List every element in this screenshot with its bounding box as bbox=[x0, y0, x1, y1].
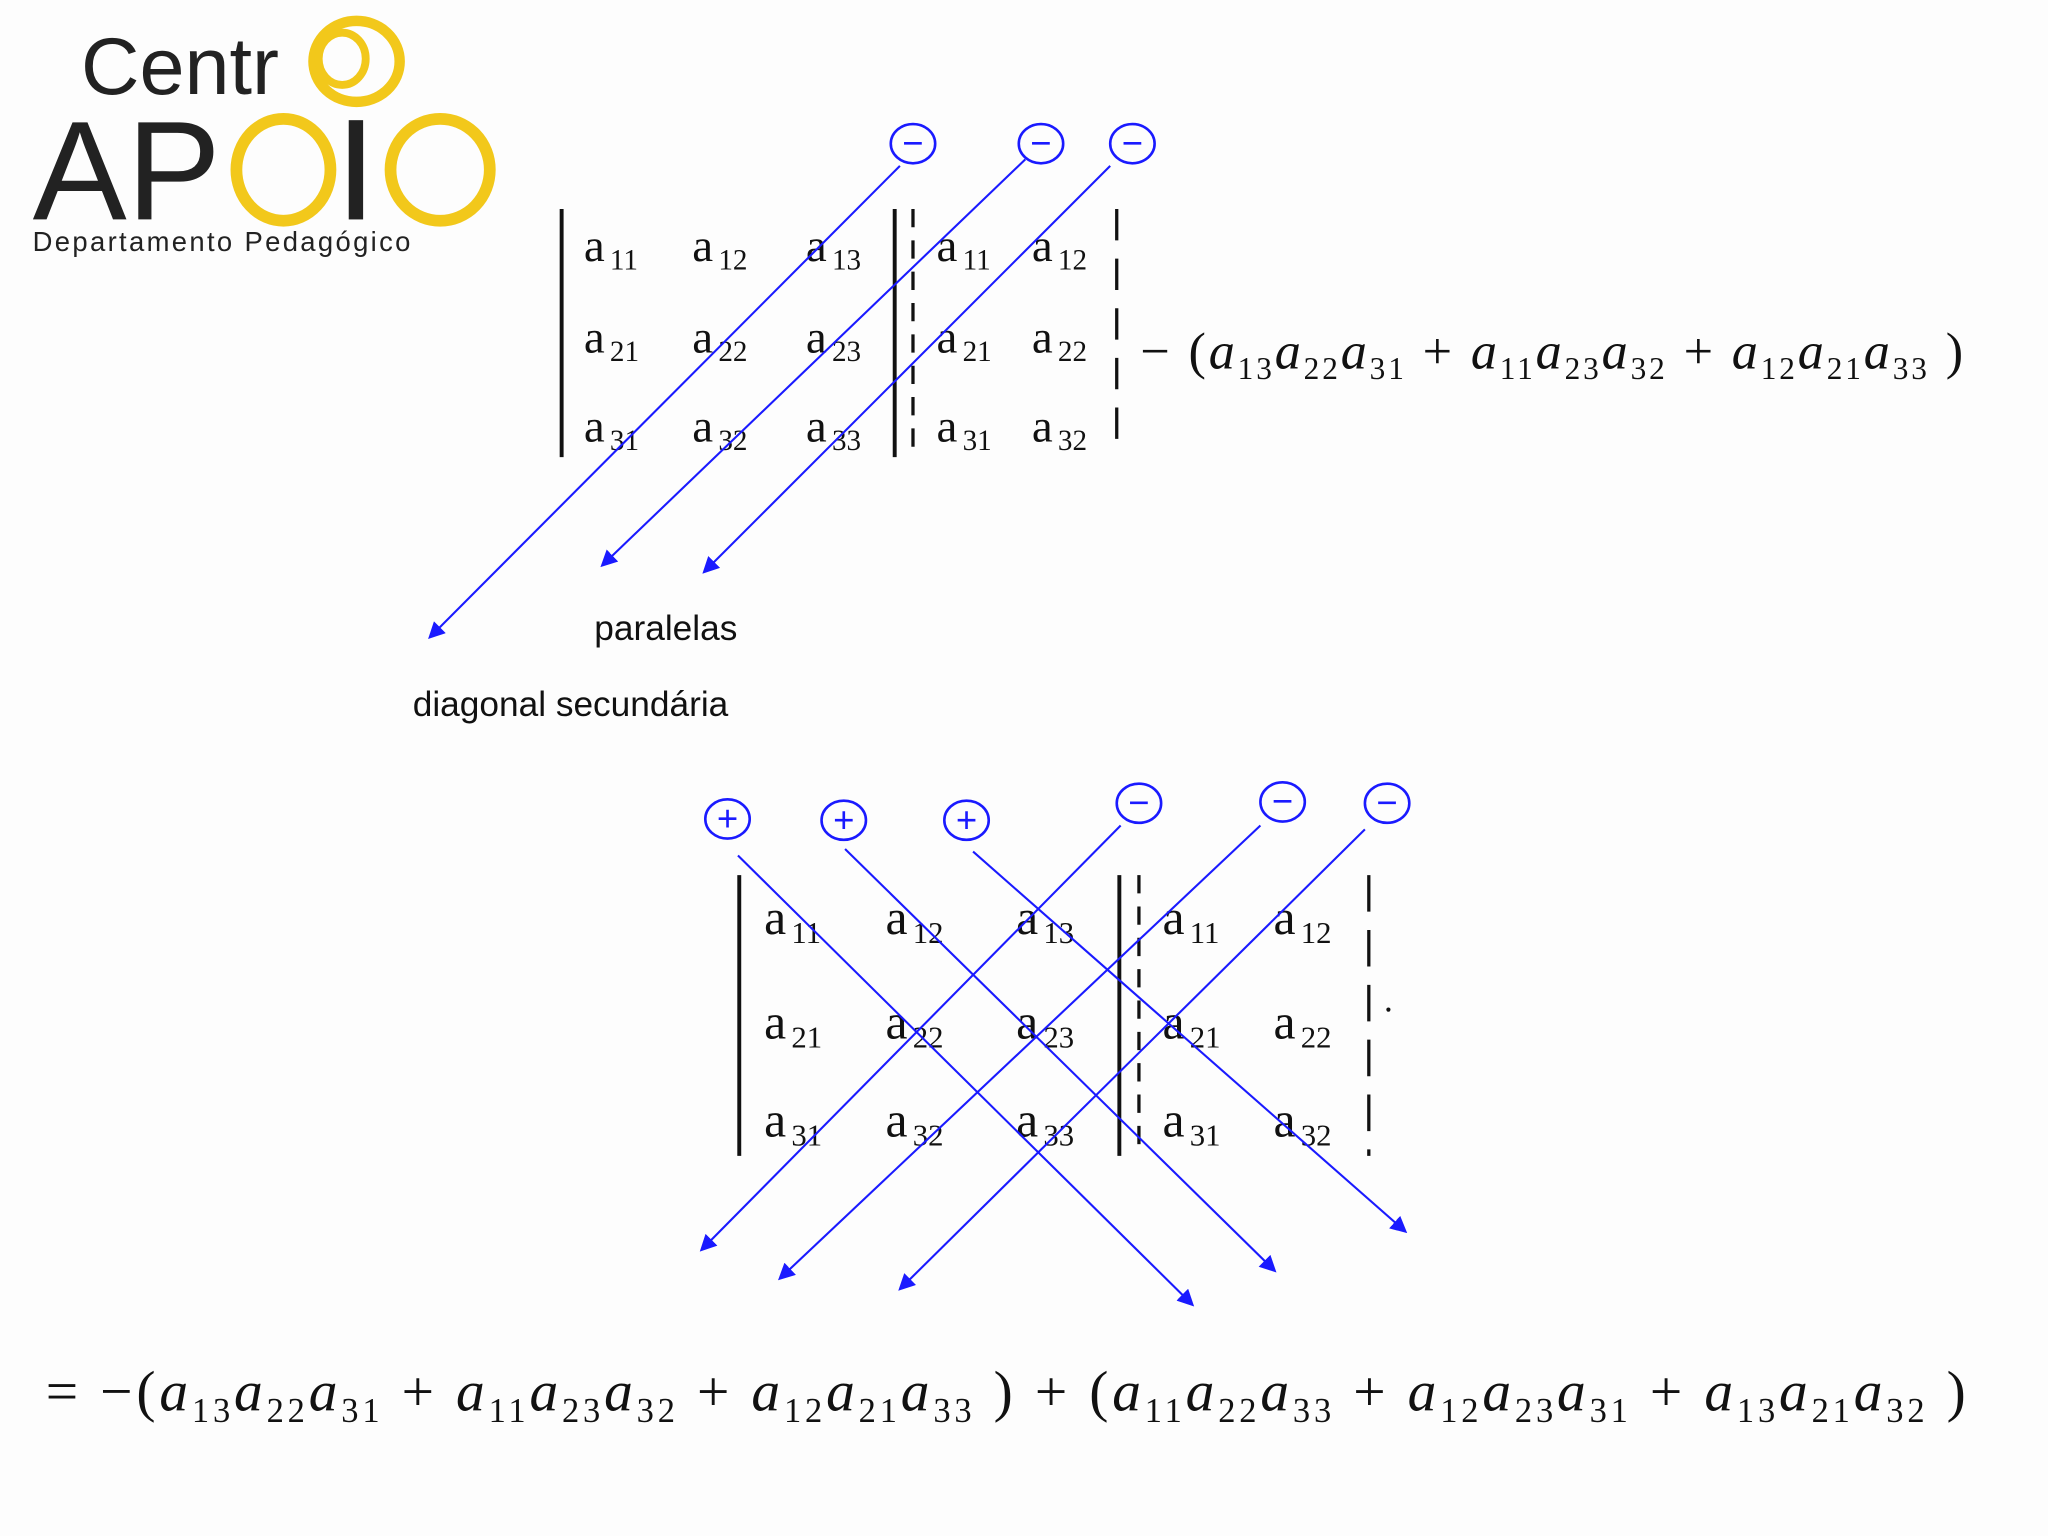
diagonal-arrow bbox=[737, 854, 1195, 1307]
dot bbox=[1386, 1007, 1391, 1012]
sign-label: − bbox=[1376, 782, 1397, 823]
logo-ring-outer bbox=[308, 15, 405, 108]
sign-label: − bbox=[1272, 781, 1293, 822]
sign-label: + bbox=[956, 799, 977, 840]
diagonal-arrow bbox=[778, 824, 1262, 1281]
minus-circle-icon bbox=[1115, 782, 1163, 825]
sign-label: − bbox=[1122, 122, 1143, 163]
diagonal-arrow bbox=[699, 824, 1122, 1252]
diagonal-arrow bbox=[600, 158, 1027, 568]
plus-circle-icon bbox=[704, 798, 752, 840]
logo-i bbox=[348, 120, 364, 220]
diagonal-arrow bbox=[702, 165, 1111, 574]
logo-centro-text: Centr bbox=[81, 22, 279, 112]
sign-label: + bbox=[717, 798, 738, 839]
diagonal-arrow bbox=[972, 850, 1408, 1234]
matrix-entry: a31 bbox=[584, 400, 639, 456]
minus-circle-icon bbox=[1108, 122, 1156, 165]
sign-label: + bbox=[833, 799, 854, 840]
diagonal-arrow bbox=[428, 165, 901, 640]
logo-o2 bbox=[384, 112, 496, 227]
plus-circle-icon bbox=[943, 799, 991, 842]
minus-circle-icon bbox=[1259, 781, 1307, 823]
plus-circle-icon bbox=[820, 799, 868, 842]
logo-ap-text: AP bbox=[33, 91, 221, 249]
logo-tagline: Departamento Pedagógico bbox=[33, 226, 413, 257]
sign-label: − bbox=[1030, 122, 1051, 163]
label-diagonal-secundaria: diagonal secundária bbox=[413, 685, 729, 724]
top-diagram: a11 a12 a13 a11 a12 a21 a22 a23 a21 a22 a31 a32 a33 a… bbox=[428, 122, 1963, 640]
logo: Centr AP Departamento Pedagógico bbox=[33, 15, 496, 257]
sign-label: − bbox=[1128, 782, 1149, 823]
matrix-entry: a32 bbox=[692, 400, 747, 456]
diagonal-arrow bbox=[844, 848, 1277, 1273]
minus-circle-icon bbox=[1017, 122, 1065, 165]
minus-circle-icon bbox=[889, 122, 937, 165]
label-paralelas: paralelas bbox=[594, 609, 737, 648]
sign-label: − bbox=[902, 122, 923, 163]
minus-circle-icon bbox=[1363, 782, 1411, 825]
logo-ring-inner bbox=[314, 28, 370, 89]
logo-o1 bbox=[230, 112, 337, 227]
diagonal-arrow bbox=[898, 828, 1366, 1291]
